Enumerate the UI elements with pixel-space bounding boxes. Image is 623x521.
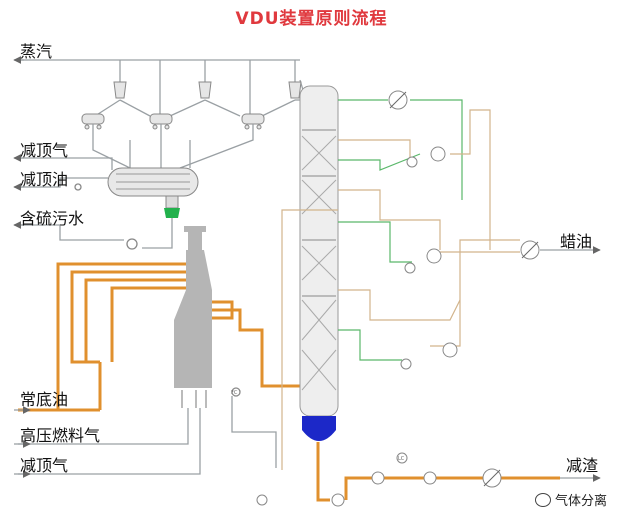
label-hp-fuel-gas: 高压燃料气 <box>20 426 101 445</box>
label-vac-top-gas-out: 减顶气 <box>20 141 69 160</box>
furnace-feed-pump <box>256 494 268 506</box>
label-vac-top-oil: 减顶油 <box>20 170 69 189</box>
label-vac-top-gas-in: 减顶气 <box>20 456 69 475</box>
label-sour-water: 含硫污水 <box>20 209 85 228</box>
vacuum-furnace <box>174 226 212 408</box>
condensate-lines <box>92 124 254 169</box>
label-wax-oil: 蜡油 <box>560 232 593 251</box>
residue-equipment <box>331 452 502 507</box>
vacuum-column <box>299 85 339 441</box>
fuel-gas-lines <box>18 387 277 475</box>
inter-condensers <box>81 113 265 130</box>
watermark: 气体分离 <box>534 490 607 509</box>
fc-tag: FC <box>231 390 238 396</box>
watermark-text: 气体分离 <box>554 494 607 509</box>
label-atm-residue: 常底油 <box>20 390 69 409</box>
label-vac-residue: 减渣 <box>566 456 599 475</box>
instrument-tags: FC LC <box>231 390 405 462</box>
residue-line <box>316 442 560 502</box>
steam-lines <box>18 59 310 117</box>
wechat-icon <box>534 493 551 507</box>
label-steam: 蒸汽 <box>20 42 53 61</box>
pumparound-equipment <box>388 90 540 370</box>
vac-top-gas-line <box>18 157 113 191</box>
steam-ejectors <box>113 81 302 99</box>
vacuum-top-drum <box>107 167 199 218</box>
furnace-coils <box>18 262 302 412</box>
diagram-title: VDU装置原则流程 <box>235 9 388 29</box>
lc-tag: LC <box>398 456 405 462</box>
left-arrows <box>13 56 31 478</box>
